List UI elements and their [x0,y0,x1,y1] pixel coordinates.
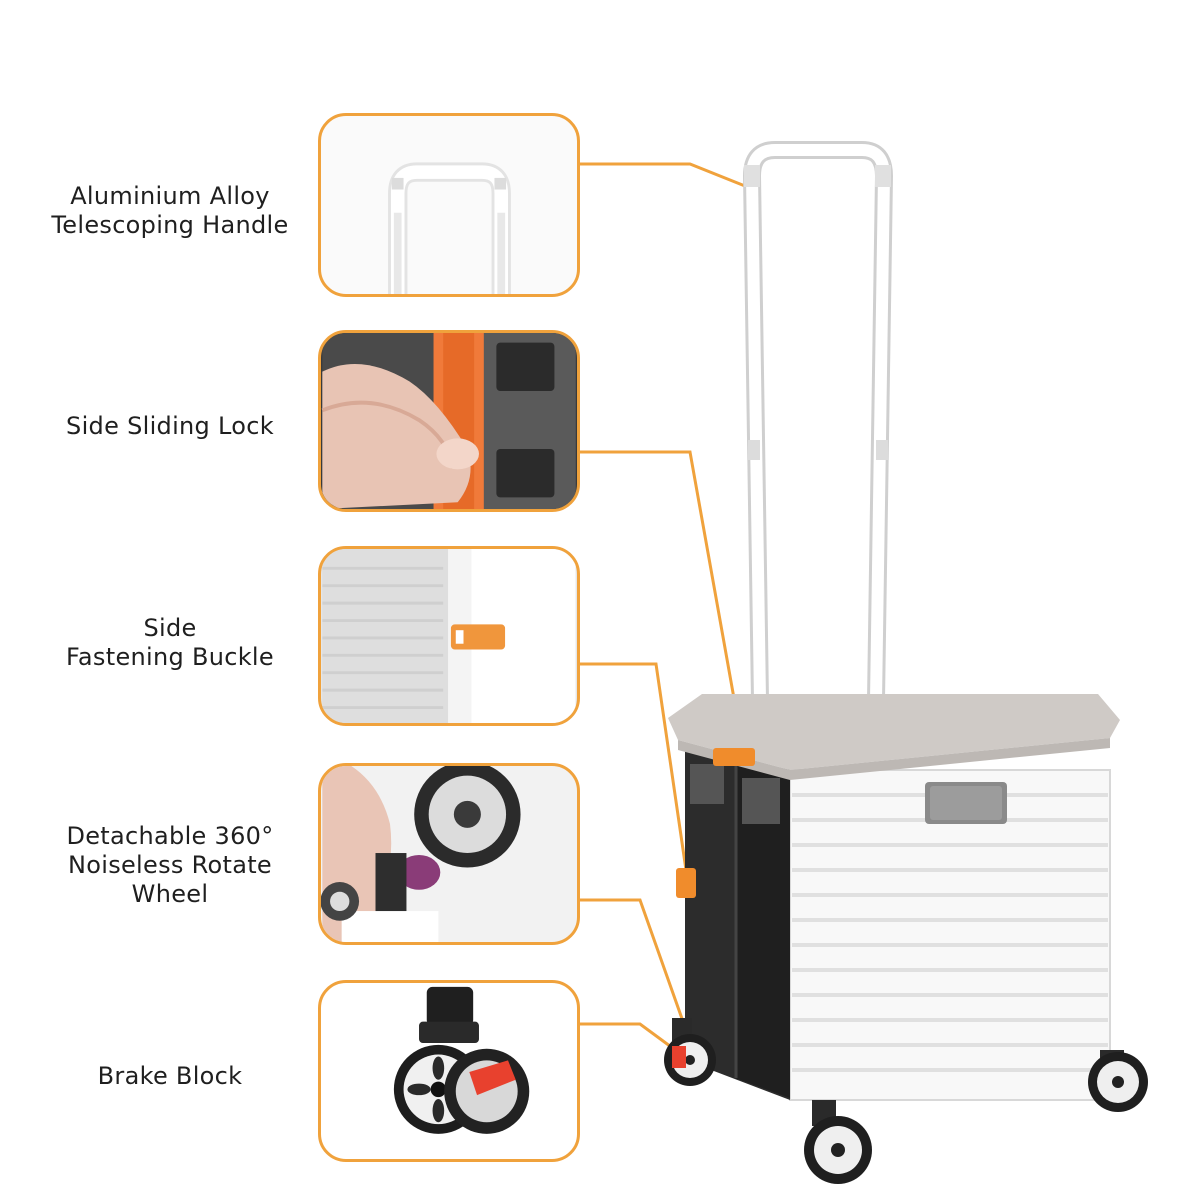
label-line: Fastening Buckle [66,643,274,671]
feature-label-wheel: Detachable 360° Noiseless Rotate Wheel [20,822,320,909]
label-line: Brake Block [97,1062,243,1090]
folding-shopping-cart-icon [664,141,1148,1184]
callout-wheel-image [318,763,580,945]
hand-sliding-lock-closeup-icon [321,333,576,509]
callout-lock-image [318,330,580,512]
label-line: Side [143,614,197,642]
wheel-front-left [804,1100,872,1184]
wheel-back-left [664,1018,716,1086]
feature-label-buckle: Side Fastening Buckle [20,614,320,672]
feature-label-handle: Aluminium Alloy Telescoping Handle [20,182,320,240]
callout-handle-image [318,113,580,297]
callout-brake-image [318,980,580,1162]
label-line: Telescoping Handle [51,211,289,239]
label-line: Noiseless Rotate [67,851,273,879]
label-line: Side Sliding Lock [66,412,274,440]
wheel-front-right [1088,1050,1148,1112]
feature-label-lock: Side Sliding Lock [20,412,320,441]
feature-label-brake: Brake Block [20,1062,320,1091]
brake-wheel-closeup-icon [393,986,530,1134]
telescoping-handle-closeup-icon [388,162,511,294]
callout-buckle-image [318,546,580,726]
hand-detaching-wheel-closeup-icon [321,766,521,942]
side-buckle-closeup-icon [322,549,576,723]
label-line: Wheel [131,880,209,908]
label-line: Aluminium Alloy [70,182,270,210]
label-line: Detachable 360° [66,822,274,850]
